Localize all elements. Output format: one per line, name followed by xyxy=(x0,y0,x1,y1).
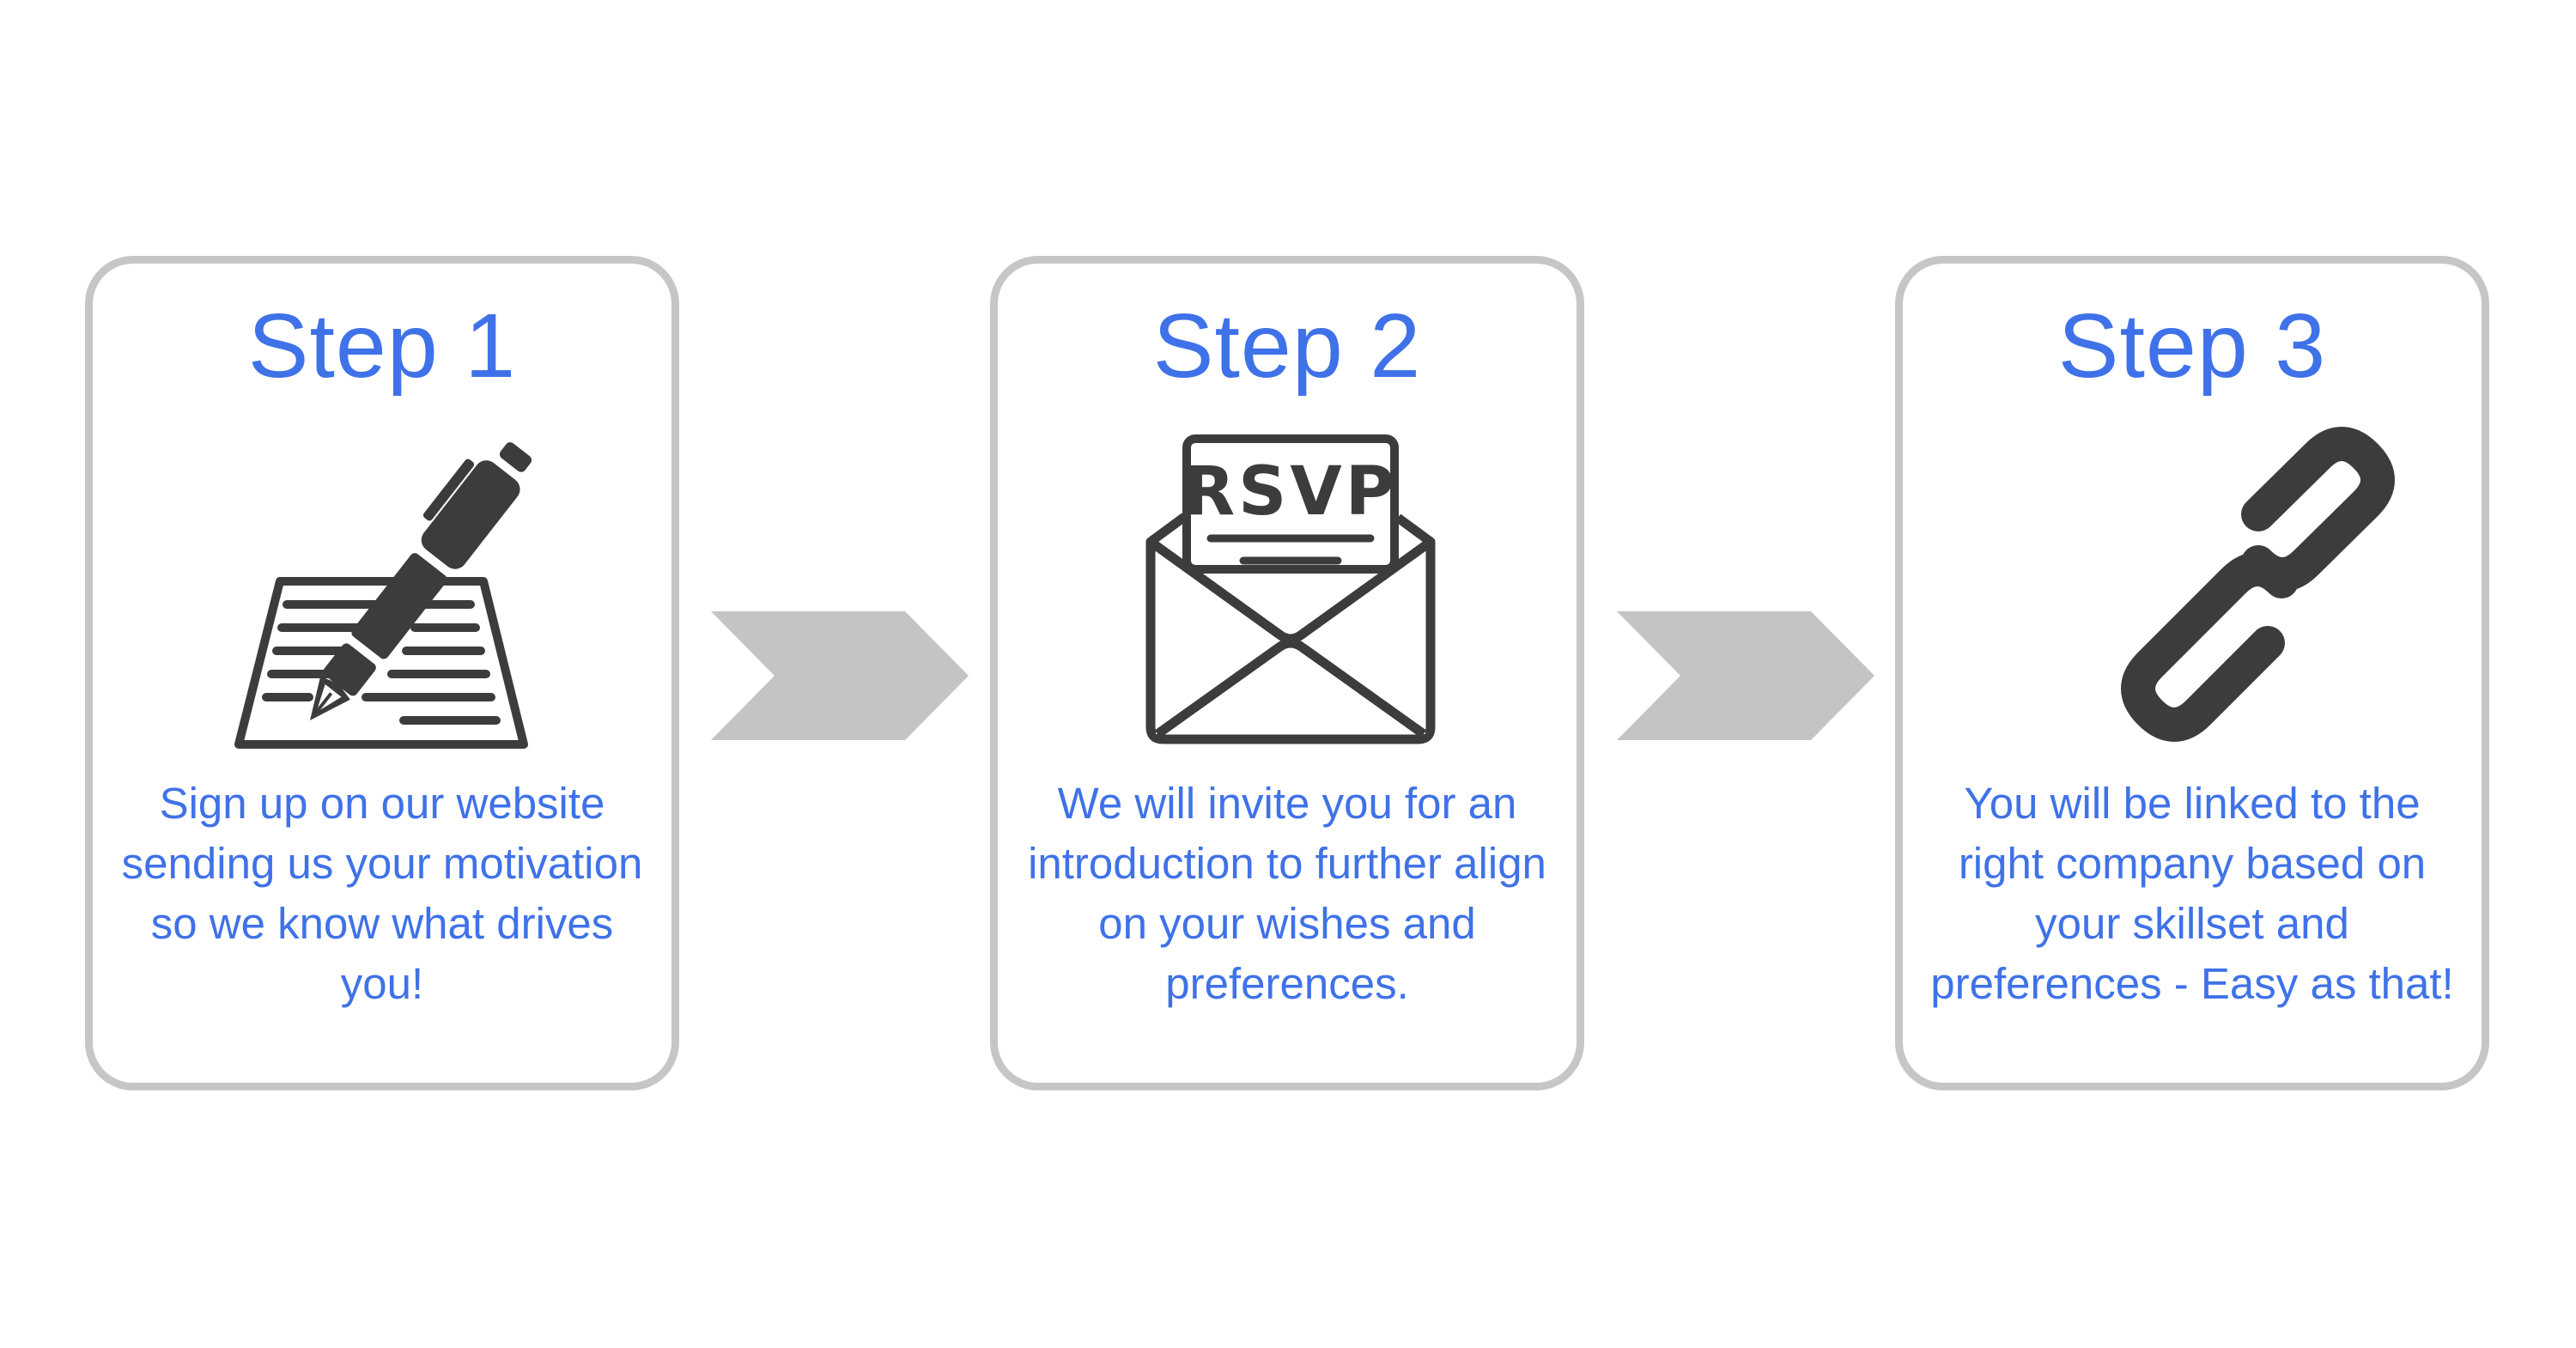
rsvp-envelope-icon: RSVP xyxy=(1145,434,1436,744)
step-1-description: Sign up on our website sending us your m… xyxy=(121,779,643,1008)
step-3-description: You will be linked to the right company … xyxy=(1930,779,2454,1008)
chain-link-icon xyxy=(2121,427,2395,742)
step-3-title: Step 3 xyxy=(2057,295,2327,397)
step-1-card: Step 1 xyxy=(85,256,679,1090)
step-1-title: Step 1 xyxy=(247,295,517,397)
chevron-right-arrow-2 xyxy=(1617,611,1874,740)
step-2-card: Step 2 RSVP We will invite you for an in… xyxy=(990,256,1584,1090)
step-2-title: Step 2 xyxy=(1152,295,1422,397)
chevron-right-arrow-1 xyxy=(711,611,969,740)
step-3-card: Step 3 You will be linked to the right c… xyxy=(1895,256,2489,1090)
pen-signing-document-icon xyxy=(234,442,532,749)
step-2-description: We will invite you for an introduction t… xyxy=(1028,779,1546,1008)
rsvp-text: RSVP xyxy=(1183,453,1398,531)
